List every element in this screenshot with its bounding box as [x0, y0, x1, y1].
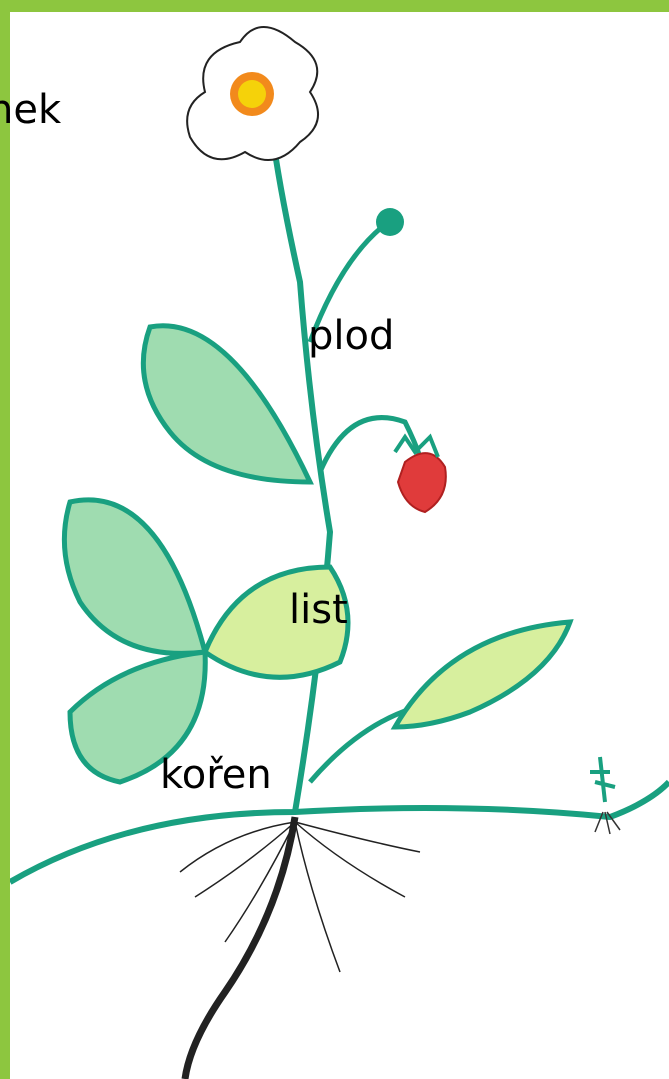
strawberry-fruit: [398, 453, 446, 512]
label-fruit: plod: [308, 316, 394, 356]
right-leaf: [395, 622, 570, 727]
frame-top-bar: [0, 0, 669, 12]
frame-left-bar: [0, 0, 10, 1079]
strawberry-plant-drawing: [10, 12, 669, 1079]
flower: [187, 27, 318, 160]
label-root: kořen: [160, 755, 272, 795]
runner-plantlet: [590, 757, 615, 802]
bud: [376, 208, 404, 236]
runner-stem: [10, 782, 669, 882]
left-leaf-top: [64, 500, 205, 654]
upper-leaf: [143, 326, 310, 482]
roots: [180, 817, 420, 1079]
label-leaf: list: [289, 590, 348, 630]
label-flower: nek: [0, 90, 61, 130]
